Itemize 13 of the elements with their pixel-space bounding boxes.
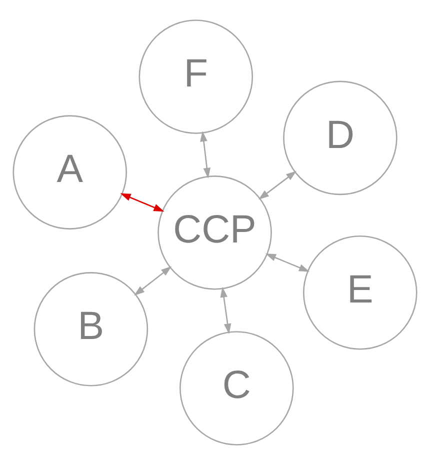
node-circle: C xyxy=(180,330,294,445)
arrow xyxy=(200,130,211,178)
node-circle: E xyxy=(303,234,418,350)
node-circle: B xyxy=(34,272,148,386)
arrow xyxy=(134,266,172,296)
node-circle: CCP xyxy=(158,175,272,290)
arrow xyxy=(120,192,164,212)
node-circle: A xyxy=(12,114,127,229)
node-circle: F xyxy=(138,19,254,134)
node-circle: D xyxy=(283,80,398,195)
arrow xyxy=(220,286,232,334)
arrow xyxy=(258,170,297,200)
arrow xyxy=(265,253,310,272)
